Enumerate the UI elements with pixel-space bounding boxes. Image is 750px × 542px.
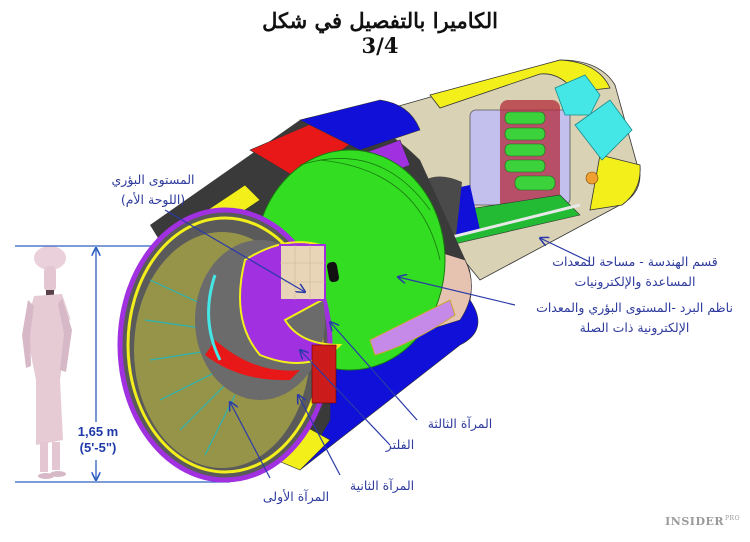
height-label: 1,65 m (5'-5") [68, 424, 128, 456]
arrow-filter [300, 350, 391, 446]
height-metric: 1,65 m [77, 424, 119, 439]
label-focal-plane-line2: (اللوحة الأم) [120, 192, 186, 207]
human-figure [22, 246, 72, 479]
watermark: INSIDERPRO [665, 515, 740, 528]
label-focal-plane-line1: المستوى البؤري [111, 172, 195, 187]
arrow-focal-plane [164, 209, 305, 292]
arrow-cryostat [398, 277, 516, 306]
label-utility-line1: قسم الهندسة - مساحة للمعدات [552, 254, 718, 269]
height-imperial: (5'-5") [79, 440, 117, 455]
label-filter: الفلتر [385, 437, 415, 452]
label-utility-line2: المساعدة والإلكترونيات [574, 274, 696, 289]
label-cryostat: ناظم البرد -المستوى البؤري والمعدات الإل… [522, 298, 747, 338]
arrow-third-mirror [330, 322, 418, 421]
arrow-second-mirror [298, 395, 341, 476]
rear-housing [349, 59, 641, 281]
label-third-mirror: المرآة الثالثة [427, 416, 493, 431]
label-first-mirror: المرآة الأولى [262, 489, 330, 504]
label-utility-section: قسم الهندسة - مساحة للمعدات المساعدة وال… [540, 252, 730, 292]
annotation-arrows [164, 209, 591, 479]
label-cryostat-line1: ناظم البرد -المستوى البؤري والمعدات [536, 300, 733, 315]
arrow-utility [540, 238, 591, 263]
label-focal-plane: المستوى البؤري (اللوحة الأم) [88, 170, 218, 210]
label-cryostat-line2: الإلكترونية ذات الصلة [579, 320, 690, 335]
diagram-title: الكاميرا بالتفصيل في شكل 3/4 [262, 8, 498, 58]
watermark-brand: INSIDER [665, 515, 725, 528]
watermark-suffix: PRO [725, 515, 740, 523]
label-second-mirror: المرآة الثانية [349, 478, 415, 493]
arrow-first-mirror [230, 402, 271, 479]
front-aperture [117, 207, 456, 483]
